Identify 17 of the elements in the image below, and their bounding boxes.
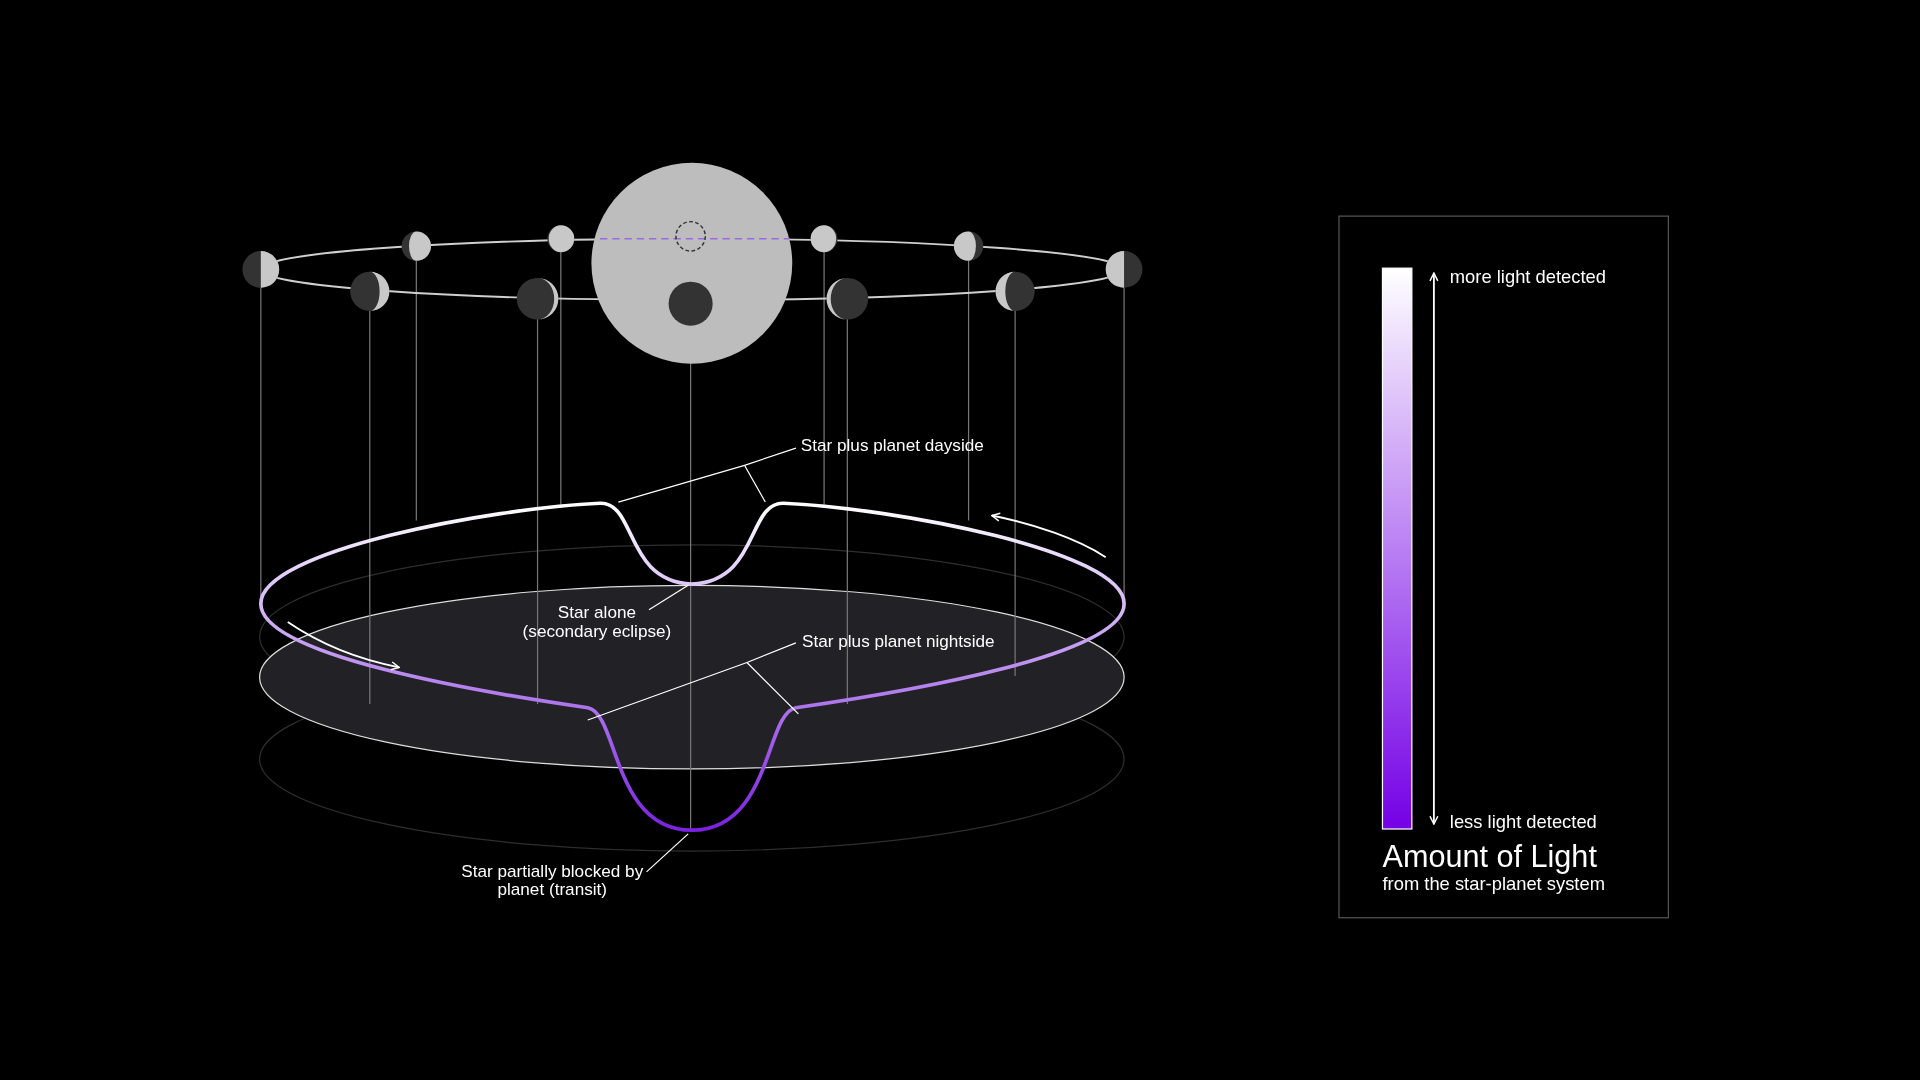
leader-line [743, 447, 797, 466]
callout-label: Star alone (secondary eclipse) [514, 603, 680, 641]
callout-label: Star partially blocked by planet (transit) [455, 862, 649, 899]
callout-label: Star plus planet dayside [800, 435, 984, 455]
leader-line [648, 584, 689, 611]
leader-line [587, 661, 748, 721]
scale-label: more light detected [1449, 265, 1607, 288]
leader-line [746, 642, 797, 664]
leader-line [746, 661, 799, 715]
leader-line [645, 833, 689, 873]
legend-title: Amount of Light [1382, 838, 1597, 874]
legend-subtitle: from the star-planet system [1382, 873, 1605, 896]
light-curve [259, 501, 1126, 833]
leader-line [743, 464, 766, 503]
callout-label: Star plus planet nightside [802, 631, 995, 651]
leader-line [617, 464, 746, 503]
scale-label: less light detected [1449, 810, 1597, 833]
